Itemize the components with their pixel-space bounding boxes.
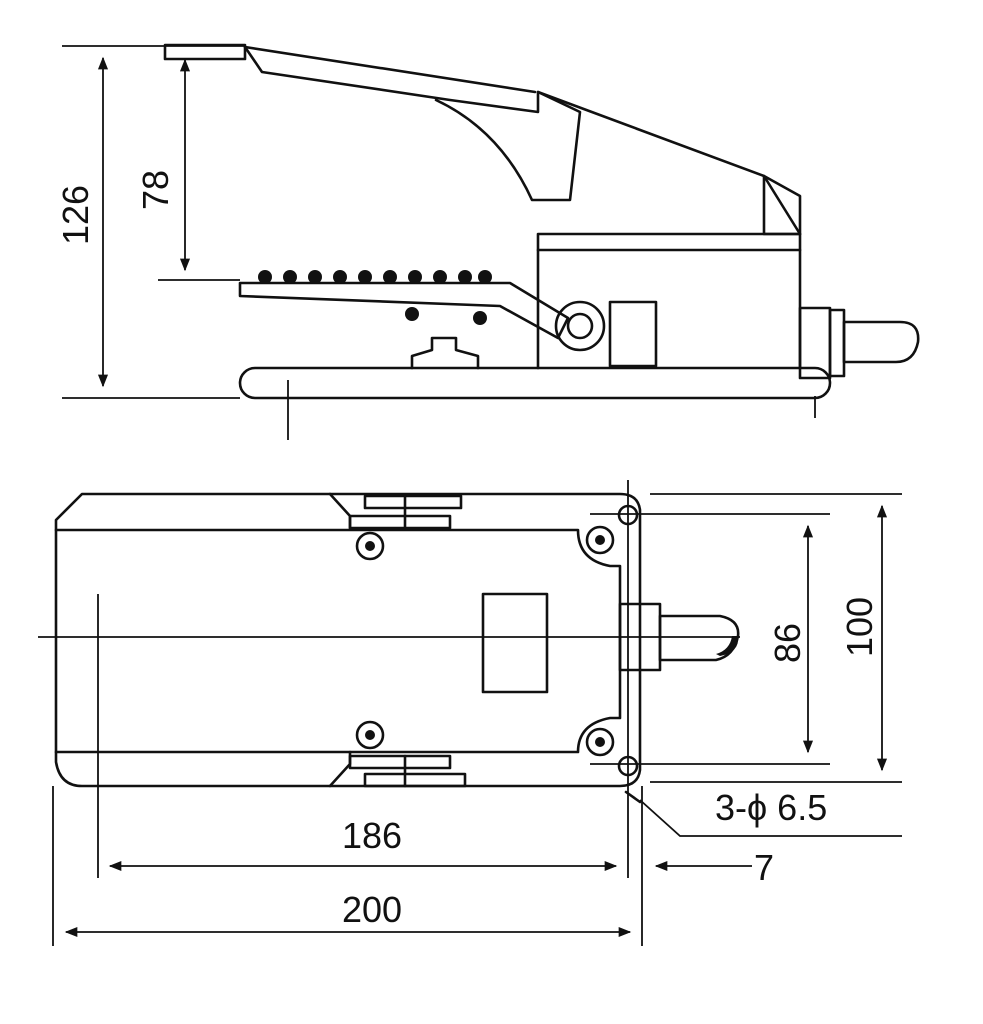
dim-holes: 3-ϕ 6.5 (715, 787, 827, 828)
dim-100: 100 (839, 597, 880, 657)
plunger (410, 336, 480, 370)
screws (355, 525, 615, 757)
dim-78: 78 (135, 170, 176, 210)
pedal-grip (258, 270, 492, 325)
base-plate (238, 366, 832, 400)
mounting-holes (617, 504, 642, 804)
cover-cap (163, 43, 247, 61)
dim-200: 200 (342, 889, 402, 930)
pedal (238, 281, 570, 340)
dim-86: 86 (767, 623, 808, 663)
switch-window (481, 592, 549, 694)
hinge-top (328, 492, 463, 530)
pivot (554, 300, 606, 352)
dim-7: 7 (754, 847, 774, 888)
dim-126: 126 (55, 185, 96, 245)
cable-gland (798, 306, 920, 380)
housing-outline (54, 528, 622, 754)
dim-186: 186 (342, 815, 402, 856)
top-view: 86 100 3-ϕ 6.5 7 186 200 (38, 480, 902, 946)
hinge-bottom (328, 750, 467, 788)
side-view: 126 78 (55, 43, 920, 440)
base-outline (54, 492, 642, 788)
top-cover (243, 45, 802, 236)
